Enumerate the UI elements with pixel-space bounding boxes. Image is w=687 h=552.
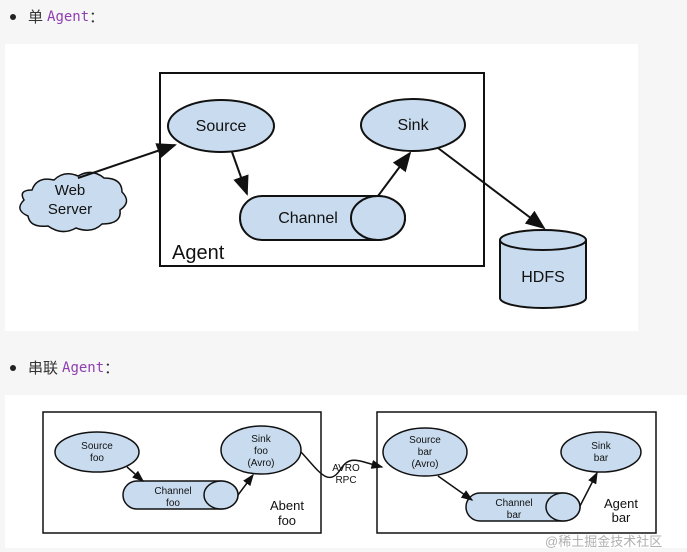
source-node <box>167 99 275 153</box>
label: bar <box>418 447 433 458</box>
code: Agent <box>62 359 105 376</box>
label: bar <box>612 510 631 525</box>
agent-label: Agent <box>172 242 225 264</box>
label: Server <box>48 201 92 218</box>
web-server-cloud <box>19 171 128 233</box>
text: ： <box>104 359 120 377</box>
bullet-serial-agent: 串联 Agent ： <box>10 357 119 378</box>
source-bar-node <box>382 427 468 477</box>
label: Source <box>409 435 441 446</box>
label: bar <box>507 510 522 521</box>
label: (Avro) <box>247 458 274 469</box>
label: Channel <box>495 498 532 509</box>
label: Sink <box>397 117 429 134</box>
label: Sink <box>251 434 271 445</box>
agent-bar-box <box>376 411 657 534</box>
label: bar <box>594 453 609 464</box>
label: (Avro) <box>411 459 438 470</box>
code: Agent <box>47 8 90 25</box>
sink-node <box>360 98 466 152</box>
label: foo <box>254 446 268 457</box>
label: HDFS <box>521 269 565 286</box>
label: foo <box>90 453 104 464</box>
label: Channel <box>278 210 338 227</box>
label: foo <box>166 498 180 509</box>
bullet-dot <box>10 13 16 20</box>
sink-bar-node <box>560 431 642 473</box>
bullet-dot <box>10 364 16 371</box>
agent-box <box>159 72 485 267</box>
bullet-single-agent: 单 Agent ： <box>10 6 104 27</box>
sink-foo-node <box>220 425 302 475</box>
text: ： <box>89 8 105 26</box>
label: foo <box>278 513 296 528</box>
label: AVRO <box>332 463 360 474</box>
text: 串联 <box>28 359 59 377</box>
label: Agent <box>604 496 638 511</box>
label: Channel <box>154 486 191 497</box>
label: RPC <box>335 475 356 486</box>
text: 单 <box>28 8 44 26</box>
label: Web <box>55 182 86 199</box>
label: Source <box>81 441 113 452</box>
label: Sink <box>591 441 611 452</box>
label: Source <box>196 118 247 135</box>
watermark: @稀土掘金技术社区 <box>545 534 662 548</box>
source-foo-node <box>54 431 140 473</box>
single-agent-diagram: Web Server Source Sink Channel Agent HDF… <box>5 44 638 331</box>
label: Abent <box>270 498 304 513</box>
hdfs-node <box>499 240 587 309</box>
